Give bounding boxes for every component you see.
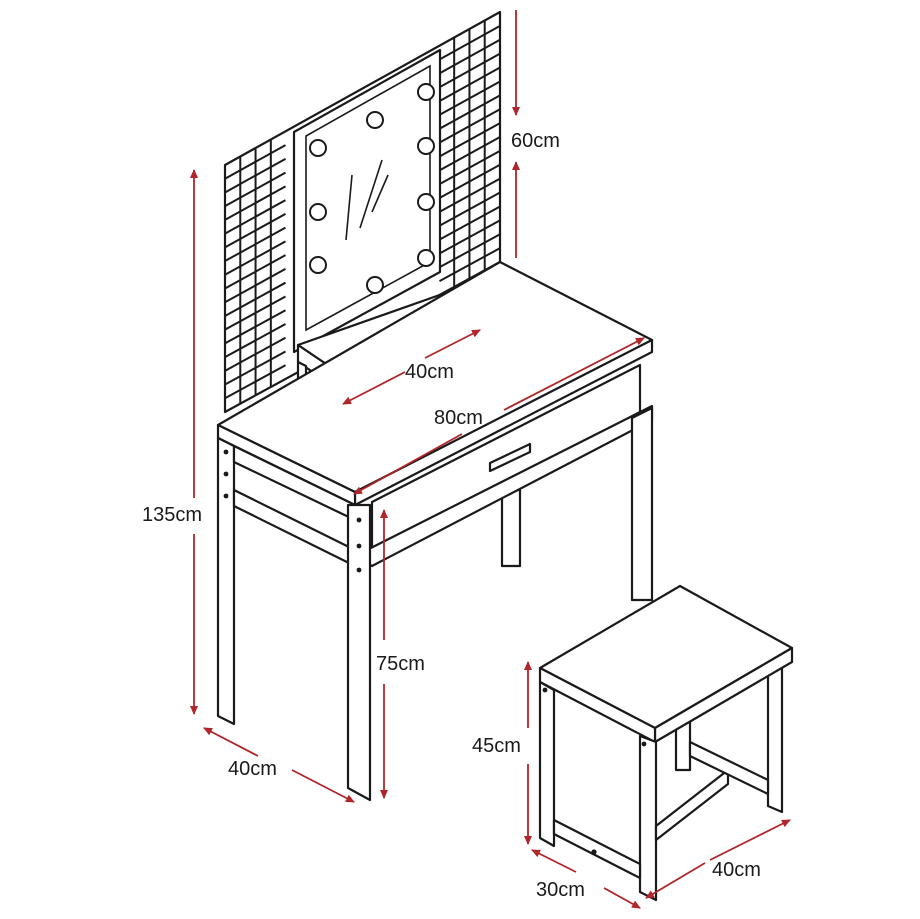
label-table-width: 80cm (434, 407, 483, 429)
dimension-labels: 60cm 40cm 80cm 135cm 75cm 40cm 45cm 30cm… (142, 130, 761, 901)
mirror-light-bulbs (309, 83, 435, 294)
bulb-icon (417, 193, 435, 211)
label-total-height: 135cm (142, 504, 202, 526)
bulb-icon (417, 83, 435, 101)
label-stool-width: 40cm (712, 859, 761, 881)
vanity-table (216, 260, 654, 802)
bulb-icon (366, 111, 384, 129)
bulb-icon (417, 137, 435, 155)
drawer-handle (488, 442, 532, 473)
label-mirror-shelf-width: 40cm (405, 361, 454, 383)
label-mirror-height: 60cm (511, 130, 560, 152)
label-stool-depth: 30cm (536, 879, 585, 901)
bulb-icon (309, 203, 327, 221)
label-table-depth: 40cm (228, 758, 277, 780)
mirror (292, 48, 442, 354)
label-table-height: 75cm (376, 653, 425, 675)
bulb-icon (417, 249, 435, 267)
bulb-icon (366, 276, 384, 294)
dimension-lines (190, 10, 791, 909)
label-stool-height: 45cm (472, 735, 521, 757)
stool (538, 584, 794, 902)
bulb-icon (309, 139, 327, 157)
bulb-icon (309, 256, 327, 274)
